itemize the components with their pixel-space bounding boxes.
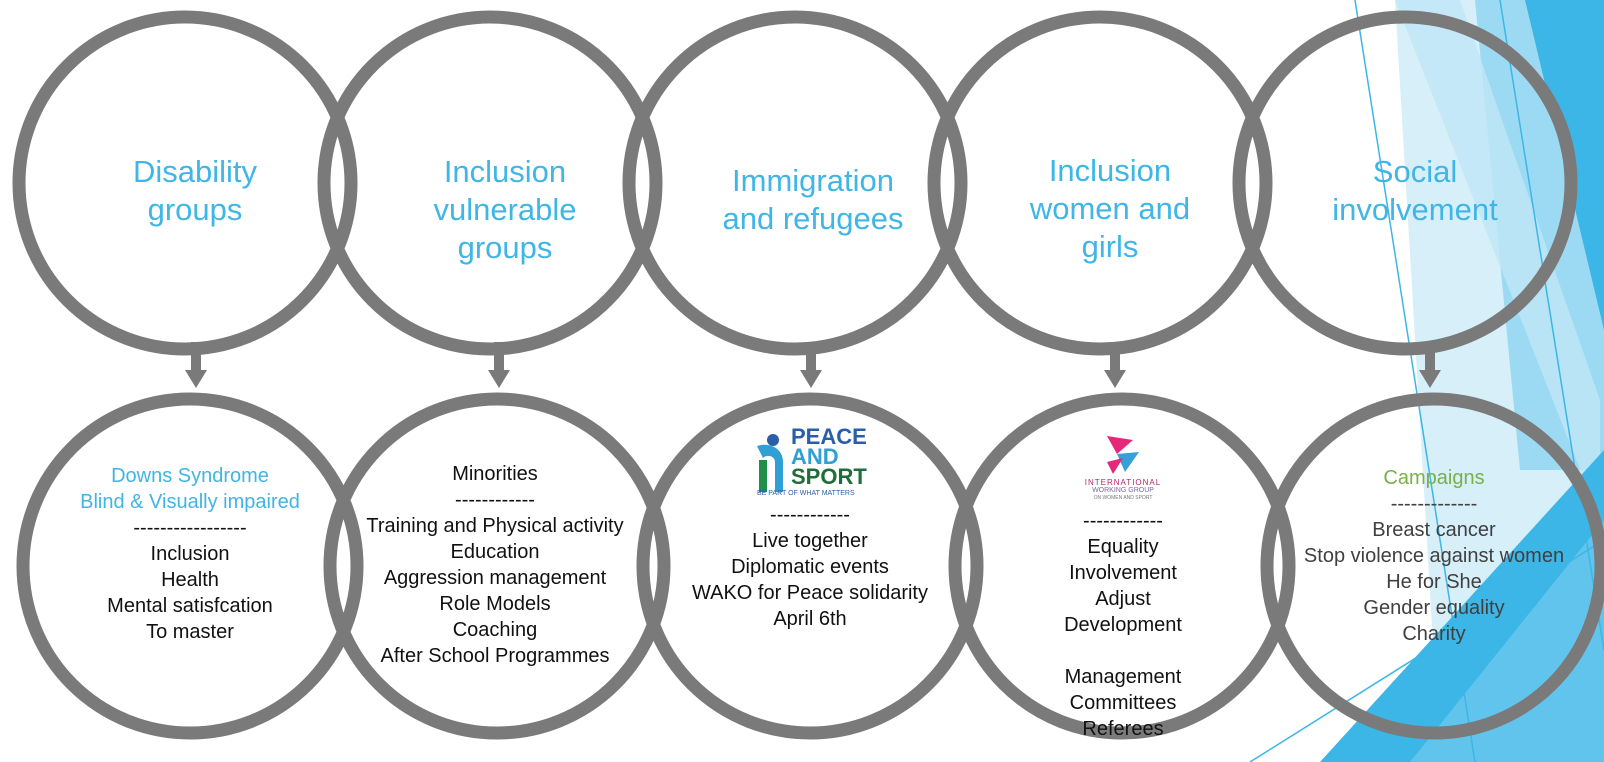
title-line: Social — [1372, 154, 1458, 189]
ring-top-4 — [927, 10, 1273, 356]
separator: ------------ — [770, 504, 850, 526]
list-item: Referees — [1082, 718, 1164, 740]
ring-bottom-5 — [1260, 392, 1604, 740]
list-item: After School Programmes — [380, 645, 610, 667]
title-line: Inclusion — [443, 154, 567, 189]
ring-top-3 — [622, 10, 968, 356]
title-line: Disability — [132, 154, 258, 189]
heading-minorities: Minorities — [452, 463, 538, 485]
ring-top-5 — [1232, 10, 1578, 356]
list-item: Role Models — [439, 593, 551, 615]
heading-blind-visually-impaired: Blind & Visually impaired — [80, 491, 300, 513]
card-vulnerable: Minorities ------------ Training and Phy… — [345, 461, 645, 669]
spacer — [973, 638, 1273, 664]
list-item: Live together — [752, 530, 868, 552]
logo-text-peace: PEACE — [791, 424, 867, 449]
title-line: groups — [457, 230, 553, 265]
top-rings — [12, 10, 1578, 356]
list-item: To master — [146, 621, 234, 643]
card-social: Campaigns ------------- Breast cancer St… — [1284, 465, 1584, 647]
ring-bottom-1 — [16, 392, 364, 740]
arrow-2 — [488, 342, 510, 388]
heading-downs-syndrome: Downs Syndrome — [111, 465, 269, 487]
bg-line-1 — [1354, 0, 1476, 762]
logo-tagline: BE PART OF WHAT MATTERS — [757, 490, 855, 497]
list-item: Training and Physical activity — [366, 515, 624, 537]
list-item: He for She — [1386, 571, 1482, 593]
title-disability-groups: Disability groups — [75, 153, 315, 229]
title-line: Inclusion — [1048, 153, 1172, 188]
iwg-logo: INTERNATIONAL WORKING GROUP ON WOMEN AND… — [1068, 432, 1178, 508]
title-inclusion-vulnerable-groups: Inclusion vulnerable groups — [385, 153, 625, 267]
title-line: women and — [1029, 191, 1191, 226]
ring-bottom-4 — [948, 392, 1296, 740]
list-item: Gender equality — [1363, 597, 1505, 619]
separator: ------------- — [1390, 493, 1478, 515]
iwg-text-1: INTERNATIONAL — [1084, 478, 1162, 487]
list-item: Stop violence against women — [1303, 545, 1565, 567]
title-line: vulnerable — [433, 192, 577, 227]
list-item: Adjust — [1095, 588, 1151, 610]
separator: ------------ — [1083, 510, 1163, 532]
list-item: Inclusion — [150, 543, 230, 565]
list-item: Charity — [1402, 623, 1466, 645]
title-social-involvement: Social involvement — [1295, 153, 1535, 229]
arrow-5 — [1419, 342, 1441, 388]
card-immigration: PEACE AND SPORT BE PART OF WHAT MATTERS … — [660, 426, 960, 632]
arrow-3 — [800, 342, 822, 388]
connector-arrows — [185, 342, 1441, 388]
card-women: INTERNATIONAL WORKING GROUP ON WOMEN AND… — [973, 432, 1273, 742]
title-line: involvement — [1332, 192, 1498, 227]
separator: ----------------- — [133, 517, 247, 539]
ring-top-1 — [12, 10, 358, 356]
title-line: and refugees — [722, 201, 904, 236]
peace-and-sport-logo: PEACE AND SPORT BE PART OF WHAT MATTERS — [753, 426, 867, 502]
title-line: groups — [147, 192, 243, 227]
arrow-4 — [1104, 342, 1126, 388]
list-item: April 6th — [773, 608, 847, 630]
heading-campaigns: Campaigns — [1383, 467, 1485, 489]
title-immigration-and-refugees: Immigration and refugees — [683, 162, 943, 238]
iwg-logo-icon — [1107, 436, 1139, 474]
iwg-text-2: WORKING GROUP — [1092, 487, 1154, 494]
arrow-1 — [185, 342, 207, 388]
title-line: Immigration — [732, 163, 894, 198]
bg-shape-mid2 — [1395, 0, 1600, 520]
ring-bottom-2 — [323, 392, 671, 740]
list-item: Education — [450, 541, 540, 563]
bottom-rings — [16, 392, 1604, 740]
background-decoration — [1249, 0, 1604, 762]
logo-text-and: AND — [791, 444, 839, 469]
iwg-text-3: ON WOMEN AND SPORT — [1093, 495, 1153, 501]
list-item: Development — [1064, 614, 1182, 636]
ring-bottom-3 — [636, 392, 984, 740]
list-item: Health — [161, 569, 219, 591]
list-item: Breast cancer — [1372, 519, 1496, 541]
bg-line-3 — [1249, 539, 1604, 762]
bg-shape-bottom-light — [1410, 520, 1604, 762]
peace-and-sport-logo-icon — [757, 434, 783, 492]
list-item: Aggression management — [383, 567, 607, 589]
ring-top-2 — [317, 10, 663, 356]
card-disability: Downs Syndrome Blind & Visually impaired… — [40, 463, 340, 645]
bg-line-2 — [1499, 0, 1604, 651]
title-inclusion-women-and-girls: Inclusion women and girls — [990, 152, 1230, 266]
separator: ------------ — [455, 489, 535, 511]
list-item: Equality — [1087, 536, 1159, 558]
logo-text-sport: SPORT — [791, 464, 867, 489]
list-item: Management — [1064, 666, 1182, 688]
list-item: WAKO for Peace solidarity — [691, 582, 928, 604]
list-item: Mental satisfcation — [107, 595, 273, 617]
list-item: Involvement — [1069, 562, 1177, 584]
list-item: Coaching — [452, 619, 538, 641]
list-item: Diplomatic events — [731, 556, 889, 578]
title-line: girls — [1081, 229, 1139, 264]
list-item: Committees — [1069, 692, 1177, 714]
